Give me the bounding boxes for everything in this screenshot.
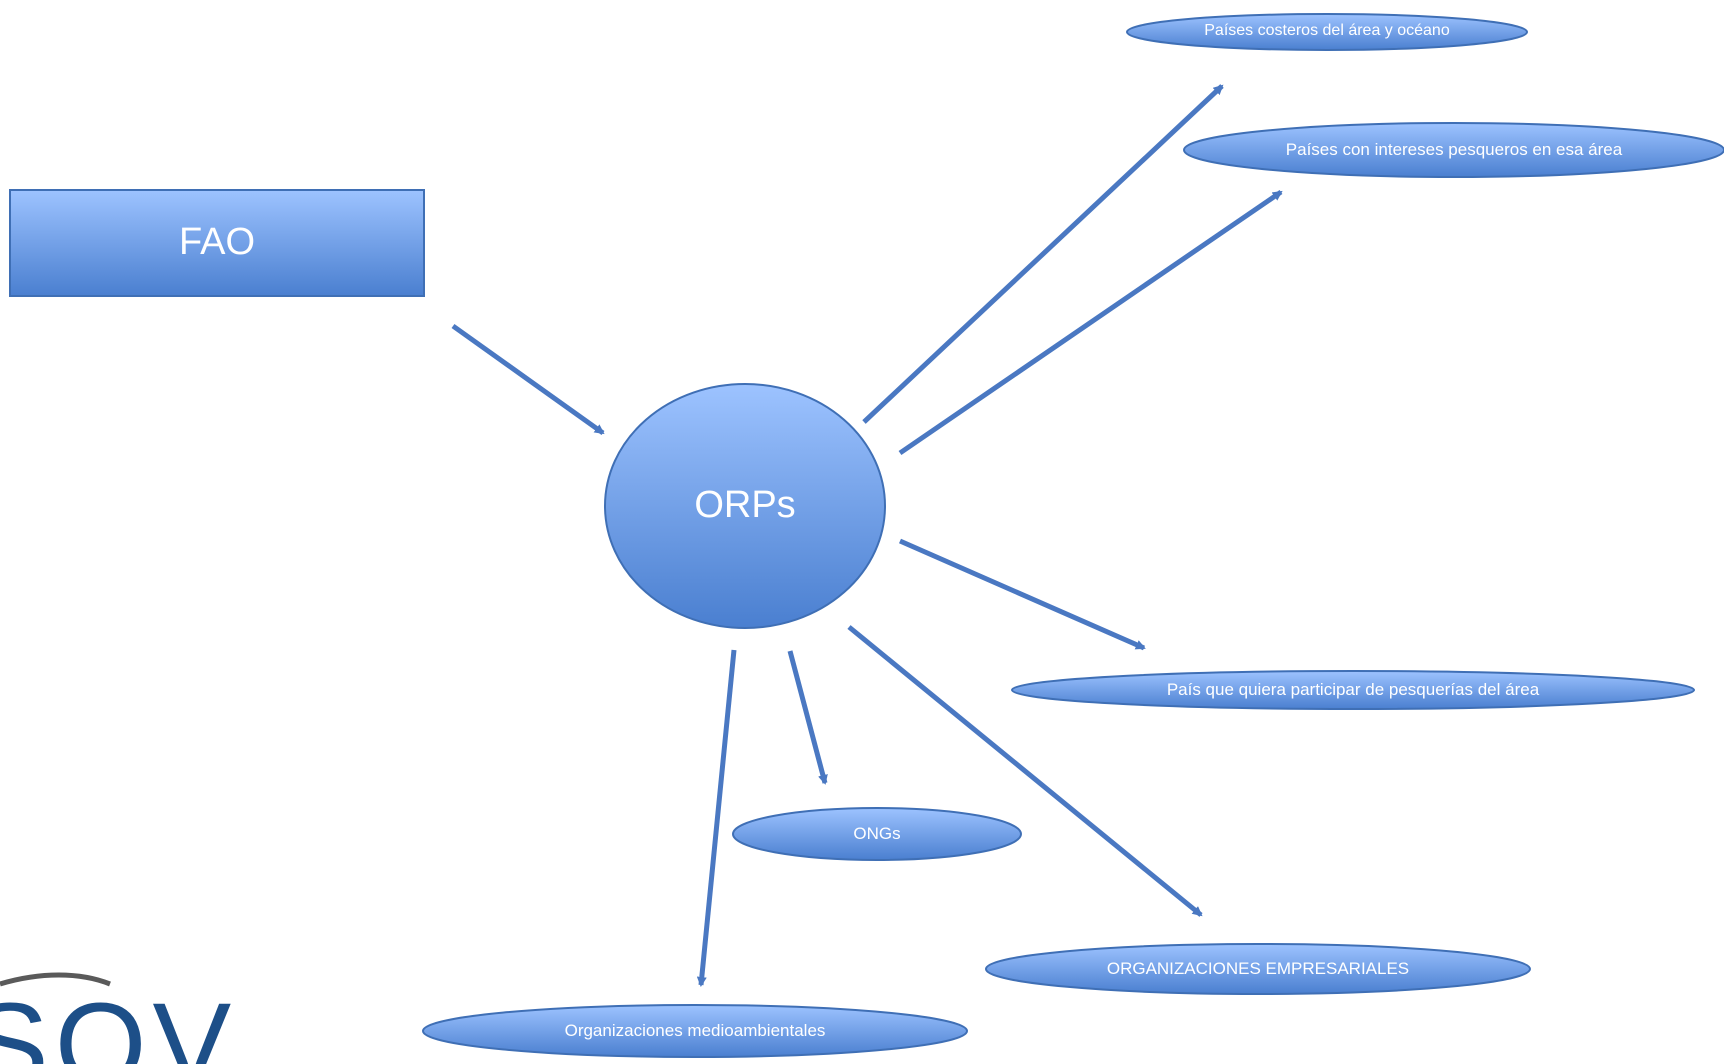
logo: SOV <box>0 972 237 1064</box>
arrow-orps-medioambientales <box>696 649 737 987</box>
logo-text: SOV <box>0 979 237 1064</box>
node-intereses <box>1183 122 1724 178</box>
node-empresariales <box>985 943 1531 995</box>
node-costeros <box>1126 13 1528 51</box>
node-participar <box>1011 670 1695 710</box>
arrow-orps-intereses <box>898 189 1283 456</box>
fao-box <box>9 189 425 297</box>
node-medioambientales <box>422 1004 968 1058</box>
arrow-orps-ongs <box>787 650 828 785</box>
node-ongs <box>732 807 1022 861</box>
orps-circle <box>604 383 886 629</box>
arrow-orps-costeros <box>862 84 1224 424</box>
arrow-fao-orps <box>451 323 605 436</box>
arrow-orps-empresariales <box>847 625 1203 917</box>
logo-swoosh <box>0 972 111 987</box>
arrow-orps-participar <box>898 538 1146 651</box>
